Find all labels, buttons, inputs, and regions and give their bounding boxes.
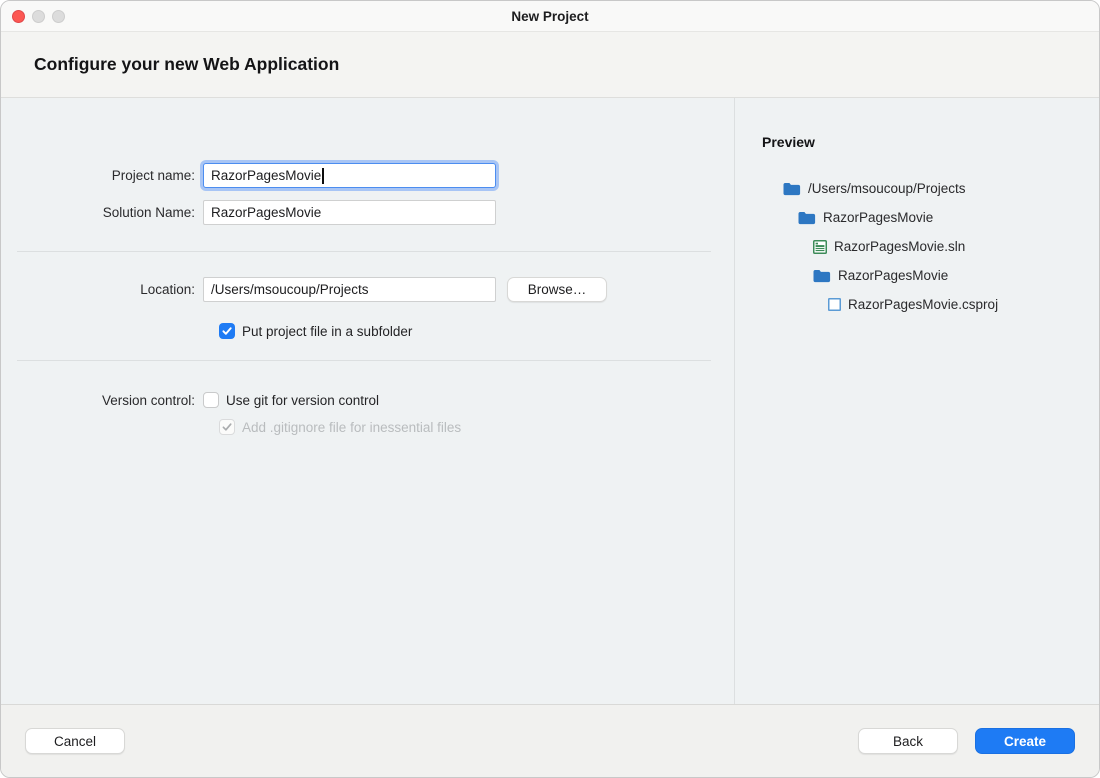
- tree-item: RazorPagesMovie.sln: [762, 232, 1091, 261]
- project-name-label: Project name:: [111, 168, 195, 183]
- subfolder-checkbox[interactable]: [219, 323, 235, 339]
- version-control-label: Version control:: [101, 392, 195, 408]
- gitignore-checkbox-row: Add .gitignore file for inessential file…: [219, 418, 734, 436]
- tree-item: /Users/msoucoup/Projects: [762, 174, 1091, 203]
- create-button[interactable]: Create: [975, 728, 1075, 754]
- use-git-checkbox[interactable]: [203, 392, 219, 408]
- folder-icon: [783, 182, 801, 196]
- checkmark-icon: [222, 423, 232, 431]
- window-title: New Project: [511, 8, 589, 24]
- solution-name-value: RazorPagesMovie: [211, 205, 322, 220]
- title-bar: New Project: [1, 1, 1099, 32]
- text-caret: [322, 167, 324, 184]
- tree-item-label: RazorPagesMovie: [823, 210, 934, 225]
- preview-title: Preview: [762, 134, 815, 150]
- project-name-value: RazorPagesMovie: [211, 168, 322, 183]
- folder-icon: [813, 269, 831, 283]
- form-panel: Project name: RazorPagesMovie Solution N…: [1, 98, 735, 704]
- location-value: /Users/msoucoup/Projects: [211, 282, 369, 297]
- dialog-footer: Cancel Back Create: [1, 704, 1099, 777]
- tree-item-label: RazorPagesMovie.sln: [834, 239, 966, 254]
- close-window-button[interactable]: [12, 10, 25, 23]
- tree-item: RazorPagesMovie: [762, 261, 1091, 290]
- tree-item-label: RazorPagesMovie.csproj: [848, 297, 999, 312]
- csproj-file-icon: [828, 298, 841, 311]
- location-input[interactable]: /Users/msoucoup/Projects: [203, 277, 496, 302]
- tree-item: RazorPagesMovie: [762, 203, 1091, 232]
- dialog-header: Configure your new Web Application: [1, 32, 1099, 98]
- use-git-checkbox-label: Use git for version control: [226, 392, 380, 408]
- tree-item-label: /Users/msoucoup/Projects: [808, 181, 966, 196]
- minimize-window-button[interactable]: [32, 10, 45, 23]
- back-button[interactable]: Back: [858, 728, 958, 754]
- section-divider: [17, 360, 711, 361]
- solution-name-input[interactable]: RazorPagesMovie: [203, 200, 496, 225]
- folder-icon: [798, 211, 816, 225]
- solution-name-label: Solution Name:: [102, 205, 195, 220]
- traffic-lights: [12, 10, 65, 23]
- location-label: Location:: [140, 282, 195, 297]
- subfolder-checkbox-row: Put project file in a subfolder: [219, 322, 734, 340]
- project-name-input[interactable]: RazorPagesMovie: [203, 163, 496, 188]
- project-name-row: Project name: RazorPagesMovie: [1, 163, 734, 188]
- solution-name-row: Solution Name: RazorPagesMovie: [1, 200, 734, 225]
- subfolder-checkbox-label: Put project file in a subfolder: [242, 323, 413, 339]
- page-title: Configure your new Web Application: [34, 54, 340, 74]
- solution-file-icon: [813, 239, 827, 254]
- preview-panel: Preview /Users/msoucoup/Projects RazorPa…: [735, 98, 1099, 704]
- section-divider: [17, 251, 711, 252]
- cancel-button[interactable]: Cancel: [25, 728, 125, 754]
- location-row: Location: /Users/msoucoup/Projects Brows…: [1, 277, 734, 302]
- browse-button[interactable]: Browse…: [507, 277, 607, 302]
- preview-tree: /Users/msoucoup/Projects RazorPagesMovie: [762, 174, 1091, 319]
- checkmark-icon: [222, 327, 232, 335]
- zoom-window-button[interactable]: [52, 10, 65, 23]
- gitignore-checkbox: [219, 419, 235, 435]
- dialog-content: Project name: RazorPagesMovie Solution N…: [1, 98, 1099, 704]
- tree-item-label: RazorPagesMovie: [838, 268, 949, 283]
- tree-item: RazorPagesMovie.csproj: [762, 290, 1091, 319]
- gitignore-checkbox-label: Add .gitignore file for inessential file…: [242, 419, 462, 435]
- version-control-row: Version control: Use git for version con…: [1, 391, 734, 409]
